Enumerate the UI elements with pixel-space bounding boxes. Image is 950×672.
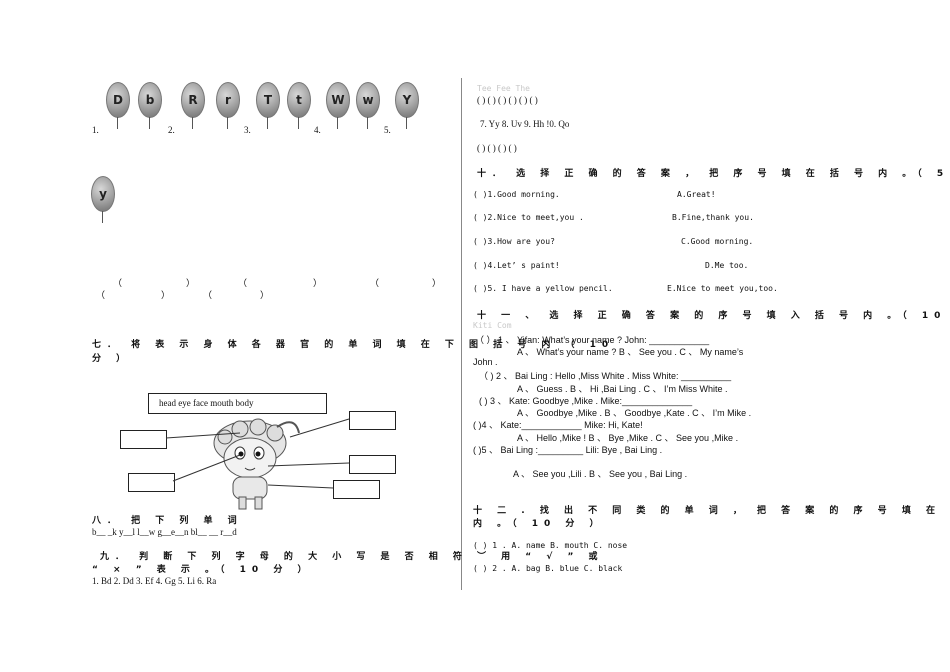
- label-box-3[interactable]: [349, 455, 396, 474]
- word-bank-box: head eye face mouth body: [148, 393, 327, 414]
- q10-answer: E.Nice to meet you,too.: [667, 284, 778, 293]
- answer-bracket: ）: [161, 290, 171, 300]
- balloon-letter: r: [225, 93, 231, 107]
- q11-line: A 、 Hello ,Mike ! B 、 Bye ,Mike . C 、 Se…: [517, 433, 739, 443]
- q12-title-cont: 内 。（ 10 分 ）: [473, 519, 605, 529]
- balloon-letter: b: [145, 93, 155, 107]
- word-bank: head eye face mouth body: [159, 398, 254, 408]
- answer-bracket: （: [203, 290, 213, 300]
- balloon-icon: t: [287, 82, 311, 118]
- q7-title: 七． 将 表 示 身 体 各 器 官 的 单 词 填 在 下 图 括 号 内 （…: [92, 340, 615, 350]
- balloon-number: 4.: [314, 125, 321, 135]
- balloon-string: [192, 117, 193, 129]
- q8-words: b__ _k y__l l__w g__e__n bl__ __ r__d: [92, 527, 237, 537]
- q11-line: A 、 See you ,Lili . B 、 See you , Bai Li…: [513, 469, 688, 479]
- balloon-letter: Y: [402, 93, 412, 107]
- label-box-1[interactable]: [120, 430, 167, 449]
- balloon-string: [149, 117, 150, 129]
- label-box-5[interactable]: [333, 480, 380, 499]
- q8-title: 八． 把 下 列 单 词: [92, 516, 243, 526]
- balloon-number: 3.: [244, 125, 251, 135]
- q11-title: 十 一 、 选 择 正 确 答 案 的 序 号 填 入 括 号 内 。（ 10 …: [477, 311, 950, 321]
- balloon-letter: t: [296, 93, 302, 107]
- q11-line: （ ) 2 、 Bai Ling : Hello ,Miss White . M…: [479, 371, 732, 381]
- balloon-letter: W: [331, 93, 345, 107]
- q11-line: A 、 Guess . B 、 Hi ,Bai Ling . C 、 I’m M…: [517, 384, 728, 394]
- q10-item: ( )1.Good morning.: [473, 190, 560, 199]
- balloon-string: [406, 117, 407, 129]
- balloon-letter: R: [188, 93, 198, 107]
- q10-answer: C.Good morning.: [681, 237, 754, 246]
- balloon-string: [227, 117, 228, 129]
- balloon-letter: T: [263, 93, 273, 107]
- sheep-illustration-icon: [213, 418, 300, 510]
- answer-bracket: （: [113, 278, 123, 288]
- balloon-number: 2.: [168, 125, 175, 135]
- q9-items: 1. Bd 2. Dd 3. Ef 4. Gg 5. Li 6. Ra: [92, 576, 217, 586]
- q10-item: ( )4.Let’ s paint!: [473, 261, 560, 270]
- balloon-letter: y: [99, 187, 107, 201]
- balloon-icon: w: [356, 82, 380, 118]
- balloon-string: [117, 117, 118, 129]
- balloon-string: [337, 117, 338, 129]
- balloon-icon: r: [216, 82, 240, 118]
- q10-answer: B.Fine,thank you.: [672, 213, 754, 222]
- balloon-number: 1.: [92, 125, 99, 135]
- balloon-number: 5.: [384, 125, 391, 135]
- answer-bracket: （: [370, 278, 380, 288]
- faint-watermark-text: Tee Fee The: [477, 84, 530, 93]
- q10-item: ( )2.Nice to meet,you .: [473, 213, 584, 222]
- balloon-icon: T: [256, 82, 280, 118]
- q10-item: ( )5. I have a yellow pencil.: [473, 284, 613, 293]
- answer-bracket: ）: [186, 278, 196, 288]
- balloon-icon: Y: [395, 82, 419, 118]
- balloon-string: [267, 117, 268, 129]
- q11-line: ( ) 3 、 Kate: Goodbye ,Mike . Mike:_____…: [479, 396, 693, 406]
- balloon-string: [298, 117, 299, 129]
- letter-pairs: 7. Yy 8. Uv 9. Hh !0. Qo: [480, 119, 570, 129]
- answer-brackets-row: ( ) ( ) ( ) ( ) ( ) ( ): [477, 95, 538, 105]
- label-box-2[interactable]: [349, 411, 396, 430]
- balloon-icon: b: [138, 82, 162, 118]
- q11-line: （ ） 1 、 Yifan: What’s your name ? John: …: [475, 335, 710, 345]
- q10-title: 十． 选 择 正 确 的 答 案 ， 把 序 号 填 在 括 号 内 。（ 5 …: [477, 169, 950, 179]
- balloon-icon: W: [326, 82, 350, 118]
- q11-line: A 、 Goodbye ,Mike . B 、 Goodbye ,Kate . …: [517, 408, 752, 418]
- balloon-string: [367, 117, 368, 129]
- balloon-letter: w: [362, 93, 374, 107]
- balloon-icon: y: [91, 176, 115, 212]
- q11-line: ( )5 、 Bai Ling :_________ Lili: Bye , B…: [473, 445, 663, 455]
- q12-item: ( ) 1 . A. name B. mouth C. nose: [473, 541, 628, 550]
- answer-bracket: ）: [432, 278, 442, 288]
- q11-line: John .: [473, 357, 498, 367]
- balloon-letter: D: [113, 93, 123, 107]
- answer-bracket: （: [238, 278, 248, 288]
- answer-bracket: ）: [313, 278, 323, 288]
- q10-answer: D.Me too.: [705, 261, 749, 270]
- q7-title-cont: 分 ）: [92, 354, 132, 364]
- q10-answer: A.Great!: [677, 190, 716, 199]
- q12-item: ( ) 2 . A. bag B. blue C. black: [473, 564, 623, 573]
- q9-title: 九． 判 断 下 列 字 母 的 大 小 写 是 否 相 符 ︶ 用 “ √ ”…: [100, 552, 604, 562]
- balloon-icon: R: [181, 82, 205, 118]
- answer-brackets-row-2: ( ) ( ) ( ) ( ): [477, 143, 517, 153]
- q12-title: 十 二 . 找 出 不 同 类 的 单 词 ， 把 答 案 的 序 号 填 在 …: [473, 506, 950, 516]
- q10-item: ( )3.How are you?: [473, 237, 555, 246]
- q11-line: ( )4 、 Kate:____________ Mike: Hi, Kate!: [473, 420, 643, 430]
- answer-bracket: ）: [260, 290, 270, 300]
- faint-watermark-text-2: Kiti Com: [473, 321, 512, 330]
- label-box-4[interactable]: [128, 473, 175, 492]
- answer-bracket: （: [96, 290, 106, 300]
- balloon-string: [102, 211, 103, 223]
- balloon-icon: D: [106, 82, 130, 118]
- q9-title-cont: “ × ” 表 示 。（ 10 分 ）: [92, 565, 313, 575]
- q11-line: A 、 What’s your name ? B 、 See you . C 、…: [517, 347, 744, 357]
- column-divider: [461, 78, 462, 590]
